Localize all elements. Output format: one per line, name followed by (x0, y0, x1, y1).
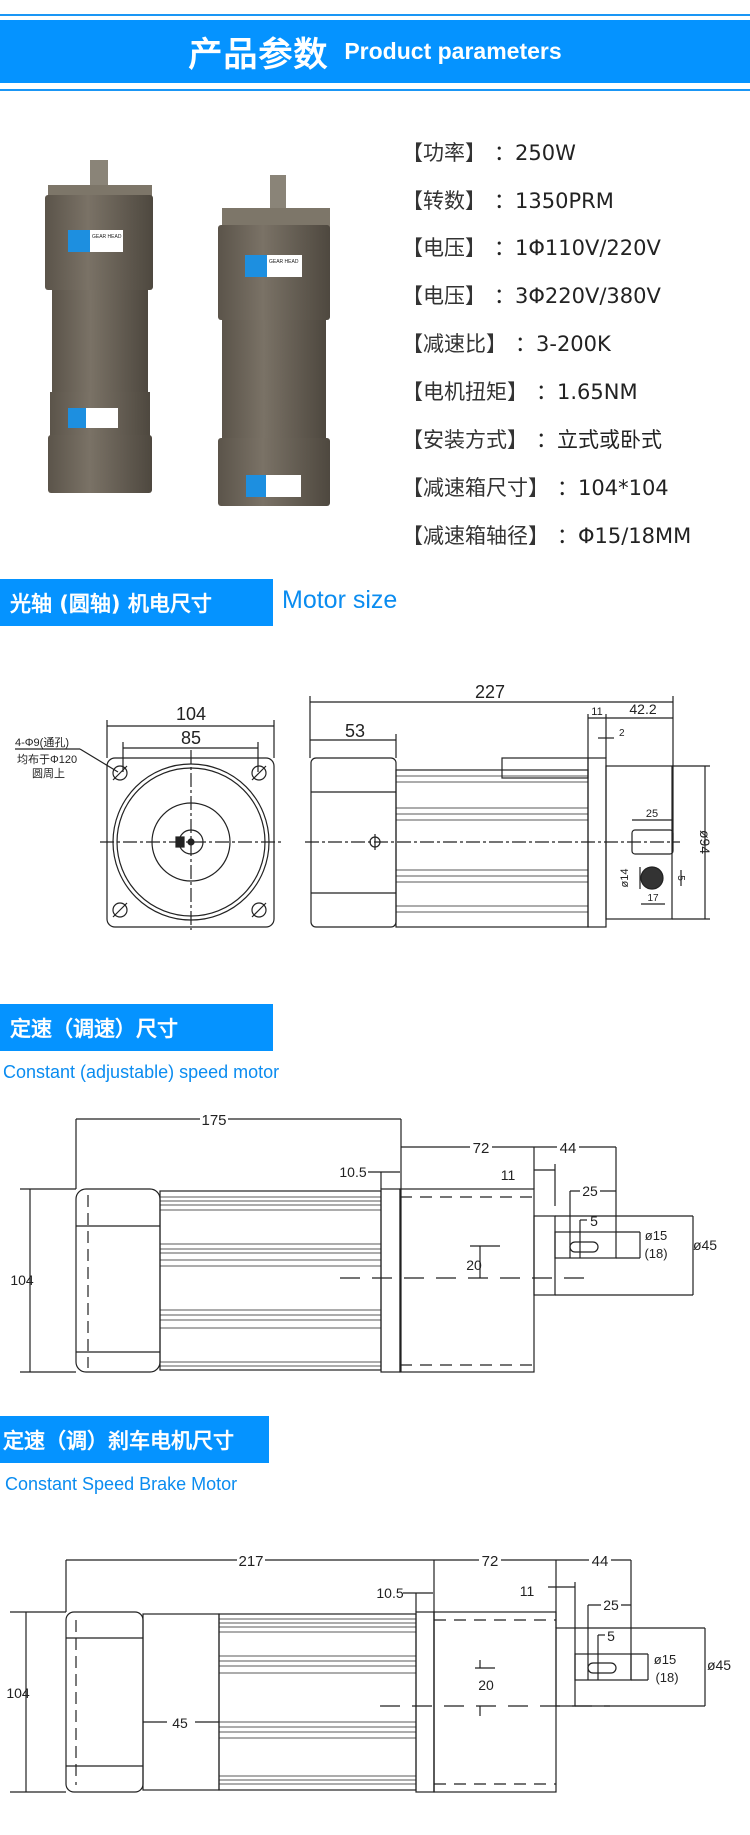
dimension-label: 72 (473, 1140, 490, 1157)
dimension-label: 45 (172, 1715, 188, 1731)
dimension-label: 10.5 (376, 1585, 403, 1601)
dimension-label: 44 (560, 1140, 577, 1157)
spec-value: ：1350PRM (494, 189, 614, 213)
dimension-label: 5 (607, 1628, 615, 1644)
dimension-label: 均布于Φ120 (17, 753, 77, 766)
spec-value: ：Φ15/18MM (557, 524, 692, 548)
dimension-label: GEAR HEAD (269, 259, 299, 265)
spec-row: 【功率】 ：250W (402, 137, 576, 167)
spec-row: 【减速箱尺寸】 ：104*104 (402, 472, 669, 502)
spec-value: ：250W (494, 141, 576, 165)
spec-label: 【安装方式】 (402, 428, 528, 452)
dimension-label: ø45 (707, 1657, 731, 1673)
dimension-label: 10.5 (339, 1164, 366, 1180)
section-subtitle-motor-size: Motor size (282, 586, 398, 614)
motor-right: GEAR HEAD (218, 175, 330, 506)
dimension-label: 5 (590, 1213, 598, 1229)
spec-row: 【减速箱轴径】 ：Φ15/18MM (402, 520, 691, 550)
spec-value: ：3-200K (515, 332, 611, 356)
dimension-label: 44 (592, 1553, 609, 1570)
dimension-label: ø45 (693, 1237, 717, 1253)
dimension-label: 85 (181, 728, 201, 748)
spec-value: ：立式或卧式 (536, 428, 662, 452)
spec-label: 【功率】 (402, 141, 486, 165)
spec-row: 【电压】 ：3Φ220V/380V (402, 280, 661, 310)
top-rule (0, 14, 750, 16)
spec-label: 【转数】 (402, 189, 486, 213)
dimension-label: 20 (466, 1257, 482, 1273)
motor-size-drawing: 104 85 4-Φ9(通孔) 均布于Φ120 圆周上 227 53 (15, 682, 713, 930)
dimension-label: (18) (644, 1246, 667, 1261)
spec-row: 【转数】 ：1350PRM (402, 185, 614, 215)
header-banner: 产品参数 Product parameters (0, 20, 750, 83)
dimension-label: 11 (520, 1583, 535, 1599)
dimension-label: 17 (647, 893, 659, 904)
dimension-label: 4-Φ9(通孔) (15, 736, 69, 749)
spec-label: 【减速箱轴径】 (402, 524, 549, 548)
dimension-label: 217 (238, 1553, 263, 1570)
section-title-speed-motor: 定速（调速）尺寸 (0, 1004, 273, 1051)
spec-value: ：3Φ220V/380V (494, 284, 661, 308)
dimension-label: ø15 (654, 1652, 676, 1667)
bottom-rule (0, 89, 750, 91)
header-title-zh: 产品参数 (188, 35, 329, 75)
dimension-label: 175 (201, 1112, 226, 1129)
section-subtitle-speed-motor: Constant (adjustable) speed motor (3, 1062, 280, 1082)
dimension-label: 104 (176, 704, 206, 724)
spec-row: 【电机扭矩】 ：1.65NM (402, 376, 638, 406)
dimension-label: 25 (582, 1183, 598, 1199)
spec-value: ：1.65NM (536, 380, 638, 404)
spec-label: 【减速箱尺寸】 (402, 476, 549, 500)
header-title-en: Product parameters (344, 38, 562, 64)
spec-row: 【电压】 ：1Φ110V/220V (402, 232, 661, 262)
dimension-label: 2 (619, 728, 625, 739)
dimension-label: (18) (655, 1670, 678, 1685)
dimension-label: ø15 (645, 1228, 667, 1243)
speed-motor-drawing: 175 72 44 10.5 11 25 5 20 ø45 ø15 (18) 1… (10, 1111, 717, 1373)
front-view: 104 85 4-Φ9(通孔) 均布于Φ120 圆周上 (15, 704, 282, 930)
dimension-label: 42.2 (629, 701, 656, 717)
section-title-brake-motor: 定速（调）刹车电机尺寸 (0, 1416, 269, 1463)
product-photo: GEAR HEAD GEAR HEAD (45, 160, 330, 506)
dimension-label: 圆周上 (32, 767, 65, 780)
dimension-label: 72 (482, 1553, 499, 1570)
spec-label: 【电压】 (402, 236, 486, 260)
dimension-label: 104 (10, 1272, 34, 1288)
brake-motor-drawing: 217 72 44 10.5 11 25 5 45 20 ø45 ø15 (18… (6, 1552, 731, 1793)
dimension-label: ø14 (619, 869, 631, 888)
dimension-label: 20 (478, 1677, 494, 1693)
dimension-label: ø94 (697, 830, 713, 854)
spec-label: 【电机扭矩】 (402, 380, 528, 404)
spec-label: 【电压】 (402, 284, 486, 308)
spec-row: 【安装方式】 ：立式或卧式 (402, 424, 662, 454)
spec-value: ：1Φ110V/220V (494, 236, 661, 260)
dimension-label: 11 (501, 1167, 516, 1183)
spec-value: ：104*104 (557, 476, 669, 500)
spec-row: 【减速比】 ：3-200K (402, 328, 611, 358)
side-view: 227 53 11 42.2 2 25 ø94 ø14 5 1 (305, 682, 713, 928)
dimension-label: 25 (603, 1597, 619, 1613)
dimension-label: GEAR HEAD (92, 234, 122, 240)
motor-left: GEAR HEAD (45, 160, 153, 493)
dimension-label: 25 (646, 808, 658, 820)
section-title-motor-size: 光轴 (圆轴) 机电尺寸 (0, 579, 273, 626)
dimension-label: 227 (475, 682, 505, 702)
spec-label: 【减速比】 (402, 332, 507, 356)
dimension-label: 53 (345, 721, 365, 741)
dimension-label: 11 (591, 706, 602, 718)
section-subtitle-brake-motor: Constant Speed Brake Motor (5, 1474, 238, 1494)
dimension-label: 104 (6, 1685, 30, 1701)
dimension-label: 5 (675, 875, 686, 881)
